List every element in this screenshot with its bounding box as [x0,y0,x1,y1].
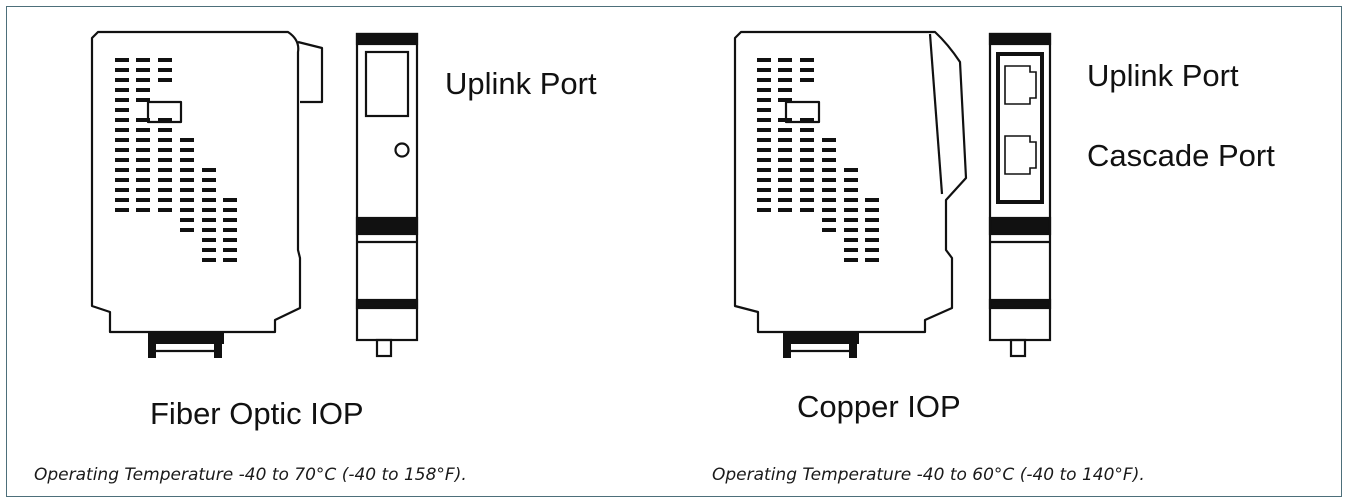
copper-iop-caption: Copper IOP [797,389,961,424]
fiber-iop-side-view [90,30,324,358]
copper-iop-front-view [988,32,1052,358]
copper-operating-temperature-note: Operating Temperature -40 to 60°C (-40 t… [712,465,1145,485]
fiber-uplink-port-label: Uplink Port [445,66,597,101]
copper-iop-side-view [733,30,968,358]
copper-vent-slots [757,58,879,262]
fiber-optic-iop-caption: Fiber Optic IOP [150,396,364,431]
fiber-vent-slots [115,58,237,262]
fiber-iop-front-view [355,32,419,358]
fiber-operating-temperature-note: Operating Temperature -40 to 70°C (-40 t… [34,465,467,485]
copper-cascade-port-label: Cascade Port [1087,138,1275,173]
copper-uplink-port-label: Uplink Port [1087,58,1239,93]
figure-frame [6,6,1342,497]
